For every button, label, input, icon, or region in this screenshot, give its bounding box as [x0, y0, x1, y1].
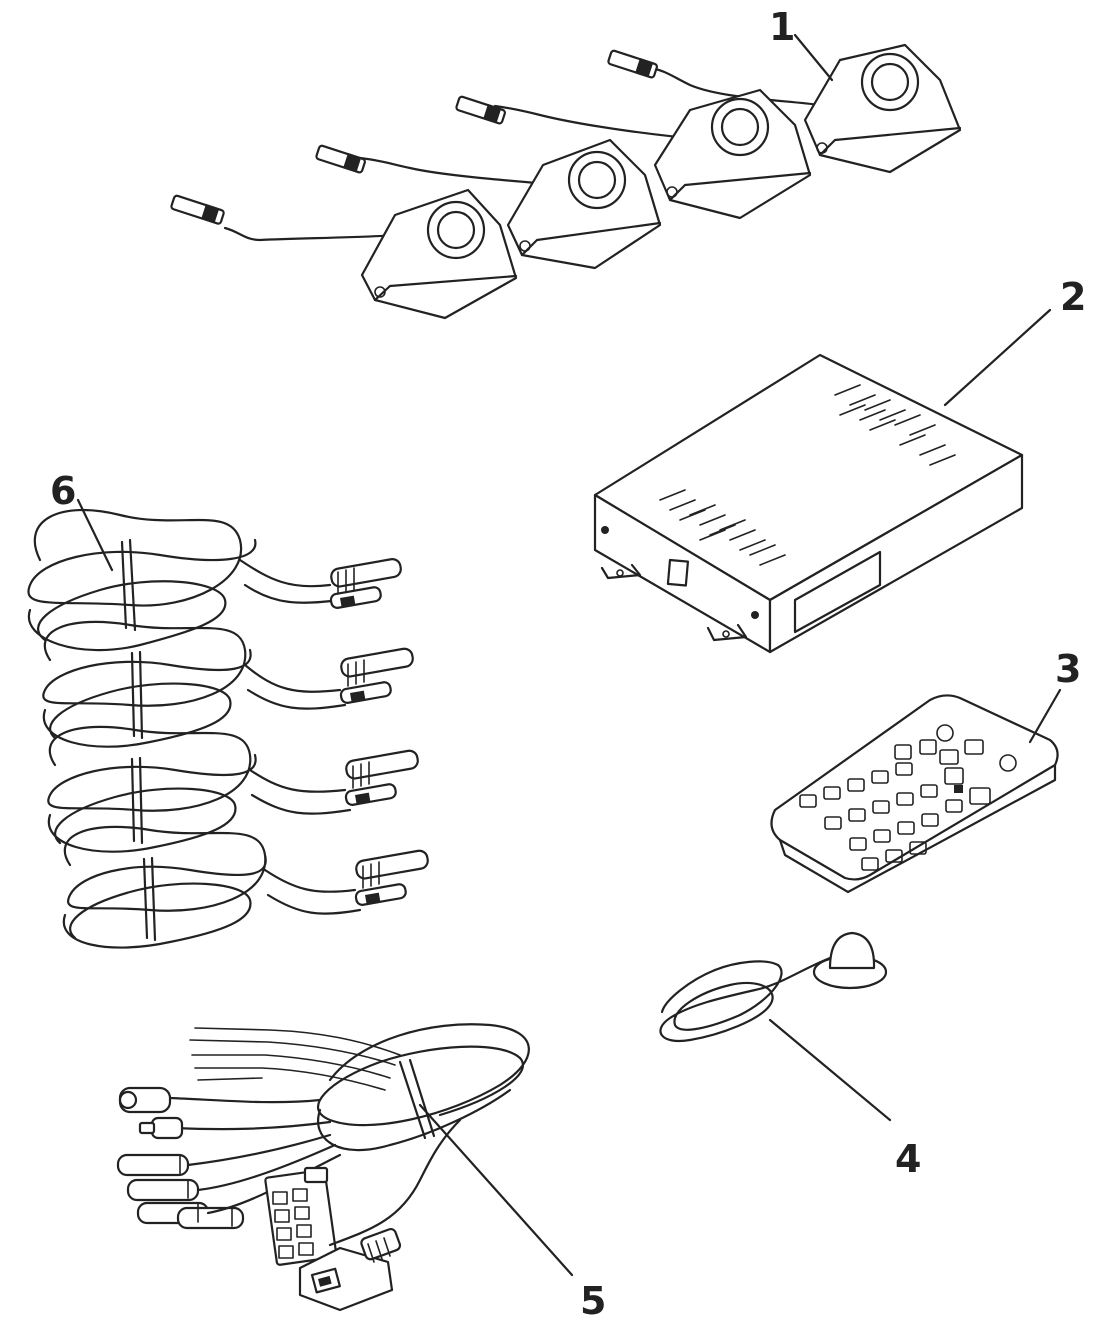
camera-3: [506, 138, 662, 270]
sensor: [659, 931, 892, 1122]
callout-leader-2: [943, 308, 1052, 407]
callout-leader-1: [793, 33, 834, 82]
control-box: [593, 308, 1052, 654]
callout-leader-3: [1028, 688, 1062, 744]
camera-2: [653, 88, 812, 220]
camera-1: [803, 43, 962, 174]
camera-plug: [315, 144, 366, 174]
coiled-cable-2: [42, 620, 414, 748]
camera-4: [360, 188, 518, 320]
coiled-cable-3: [47, 725, 419, 853]
callout-3: 3: [1055, 647, 1082, 691]
camera-plug: [455, 95, 506, 125]
wiring-harness: [116, 1023, 574, 1312]
camera-plug: [607, 49, 658, 79]
callout-leader-4: [768, 1018, 892, 1122]
callout-leader-6: [76, 498, 114, 572]
callout-2: 2: [1060, 275, 1087, 319]
remote-buttons: [799, 724, 1017, 871]
remote-control: [770, 688, 1062, 894]
camera-plug: [170, 194, 225, 225]
cameras-group: [170, 33, 962, 320]
coiled-cables: [27, 498, 429, 949]
coiled-cable-4: [62, 825, 429, 949]
callout-leader-5: [418, 1103, 574, 1277]
callout-4: 4: [895, 1137, 922, 1181]
callout-6: 6: [50, 469, 77, 513]
coiled-cable-1: [27, 508, 402, 652]
callout-5: 5: [580, 1279, 607, 1323]
callout-1: 1: [769, 5, 796, 49]
